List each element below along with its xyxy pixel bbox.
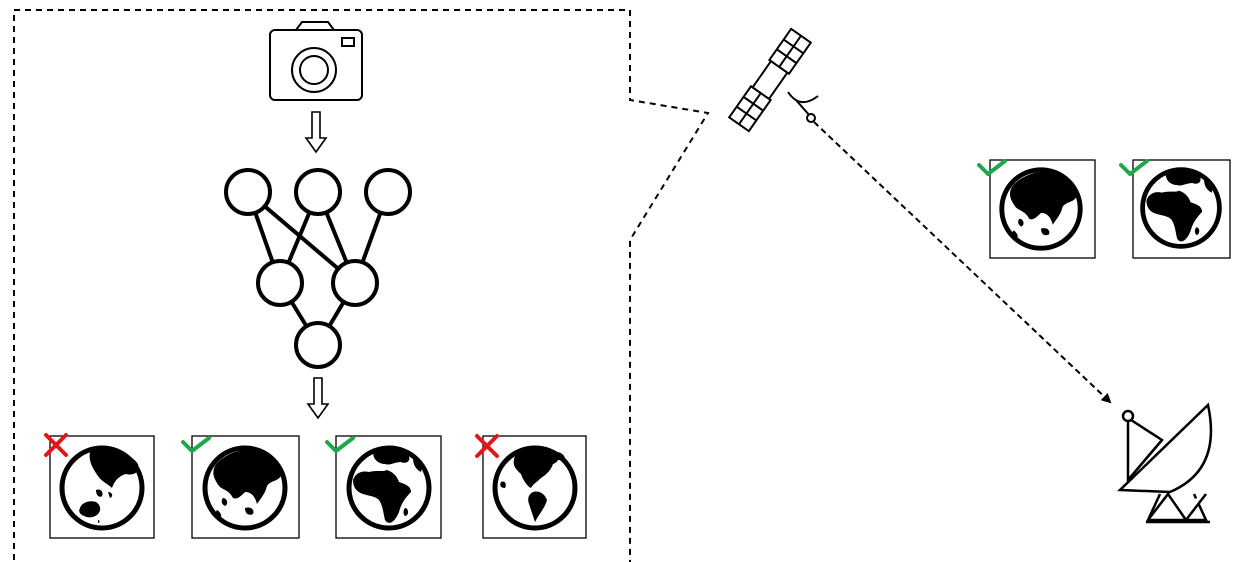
onboard-tile-accepted-asia [191, 435, 300, 539]
neural-network-icon [224, 168, 412, 369]
onboard-boundary [13, 9, 710, 562]
nn-input-node [224, 168, 272, 216]
ground-station-dish-icon [1117, 402, 1213, 524]
onboard-tile-rejected-australia [49, 435, 155, 539]
downlink-arrow [813, 121, 1112, 404]
downlinked-tile-asia [989, 159, 1096, 259]
onboard-tile-accepted-africa [335, 435, 442, 539]
down-arrow-icon [304, 111, 328, 154]
onboard-tile-rejected-americas [482, 435, 587, 539]
nn-input-node [364, 168, 412, 216]
nn-input-node [294, 168, 342, 216]
down-arrow-icon [306, 377, 330, 420]
nn-hidden-node [331, 259, 379, 307]
downlinked-tile-africa [1132, 159, 1231, 259]
satellite-icon [727, 27, 819, 133]
nn-hidden-node [256, 259, 304, 307]
camera-icon [269, 21, 363, 101]
nn-output-node [294, 321, 342, 369]
